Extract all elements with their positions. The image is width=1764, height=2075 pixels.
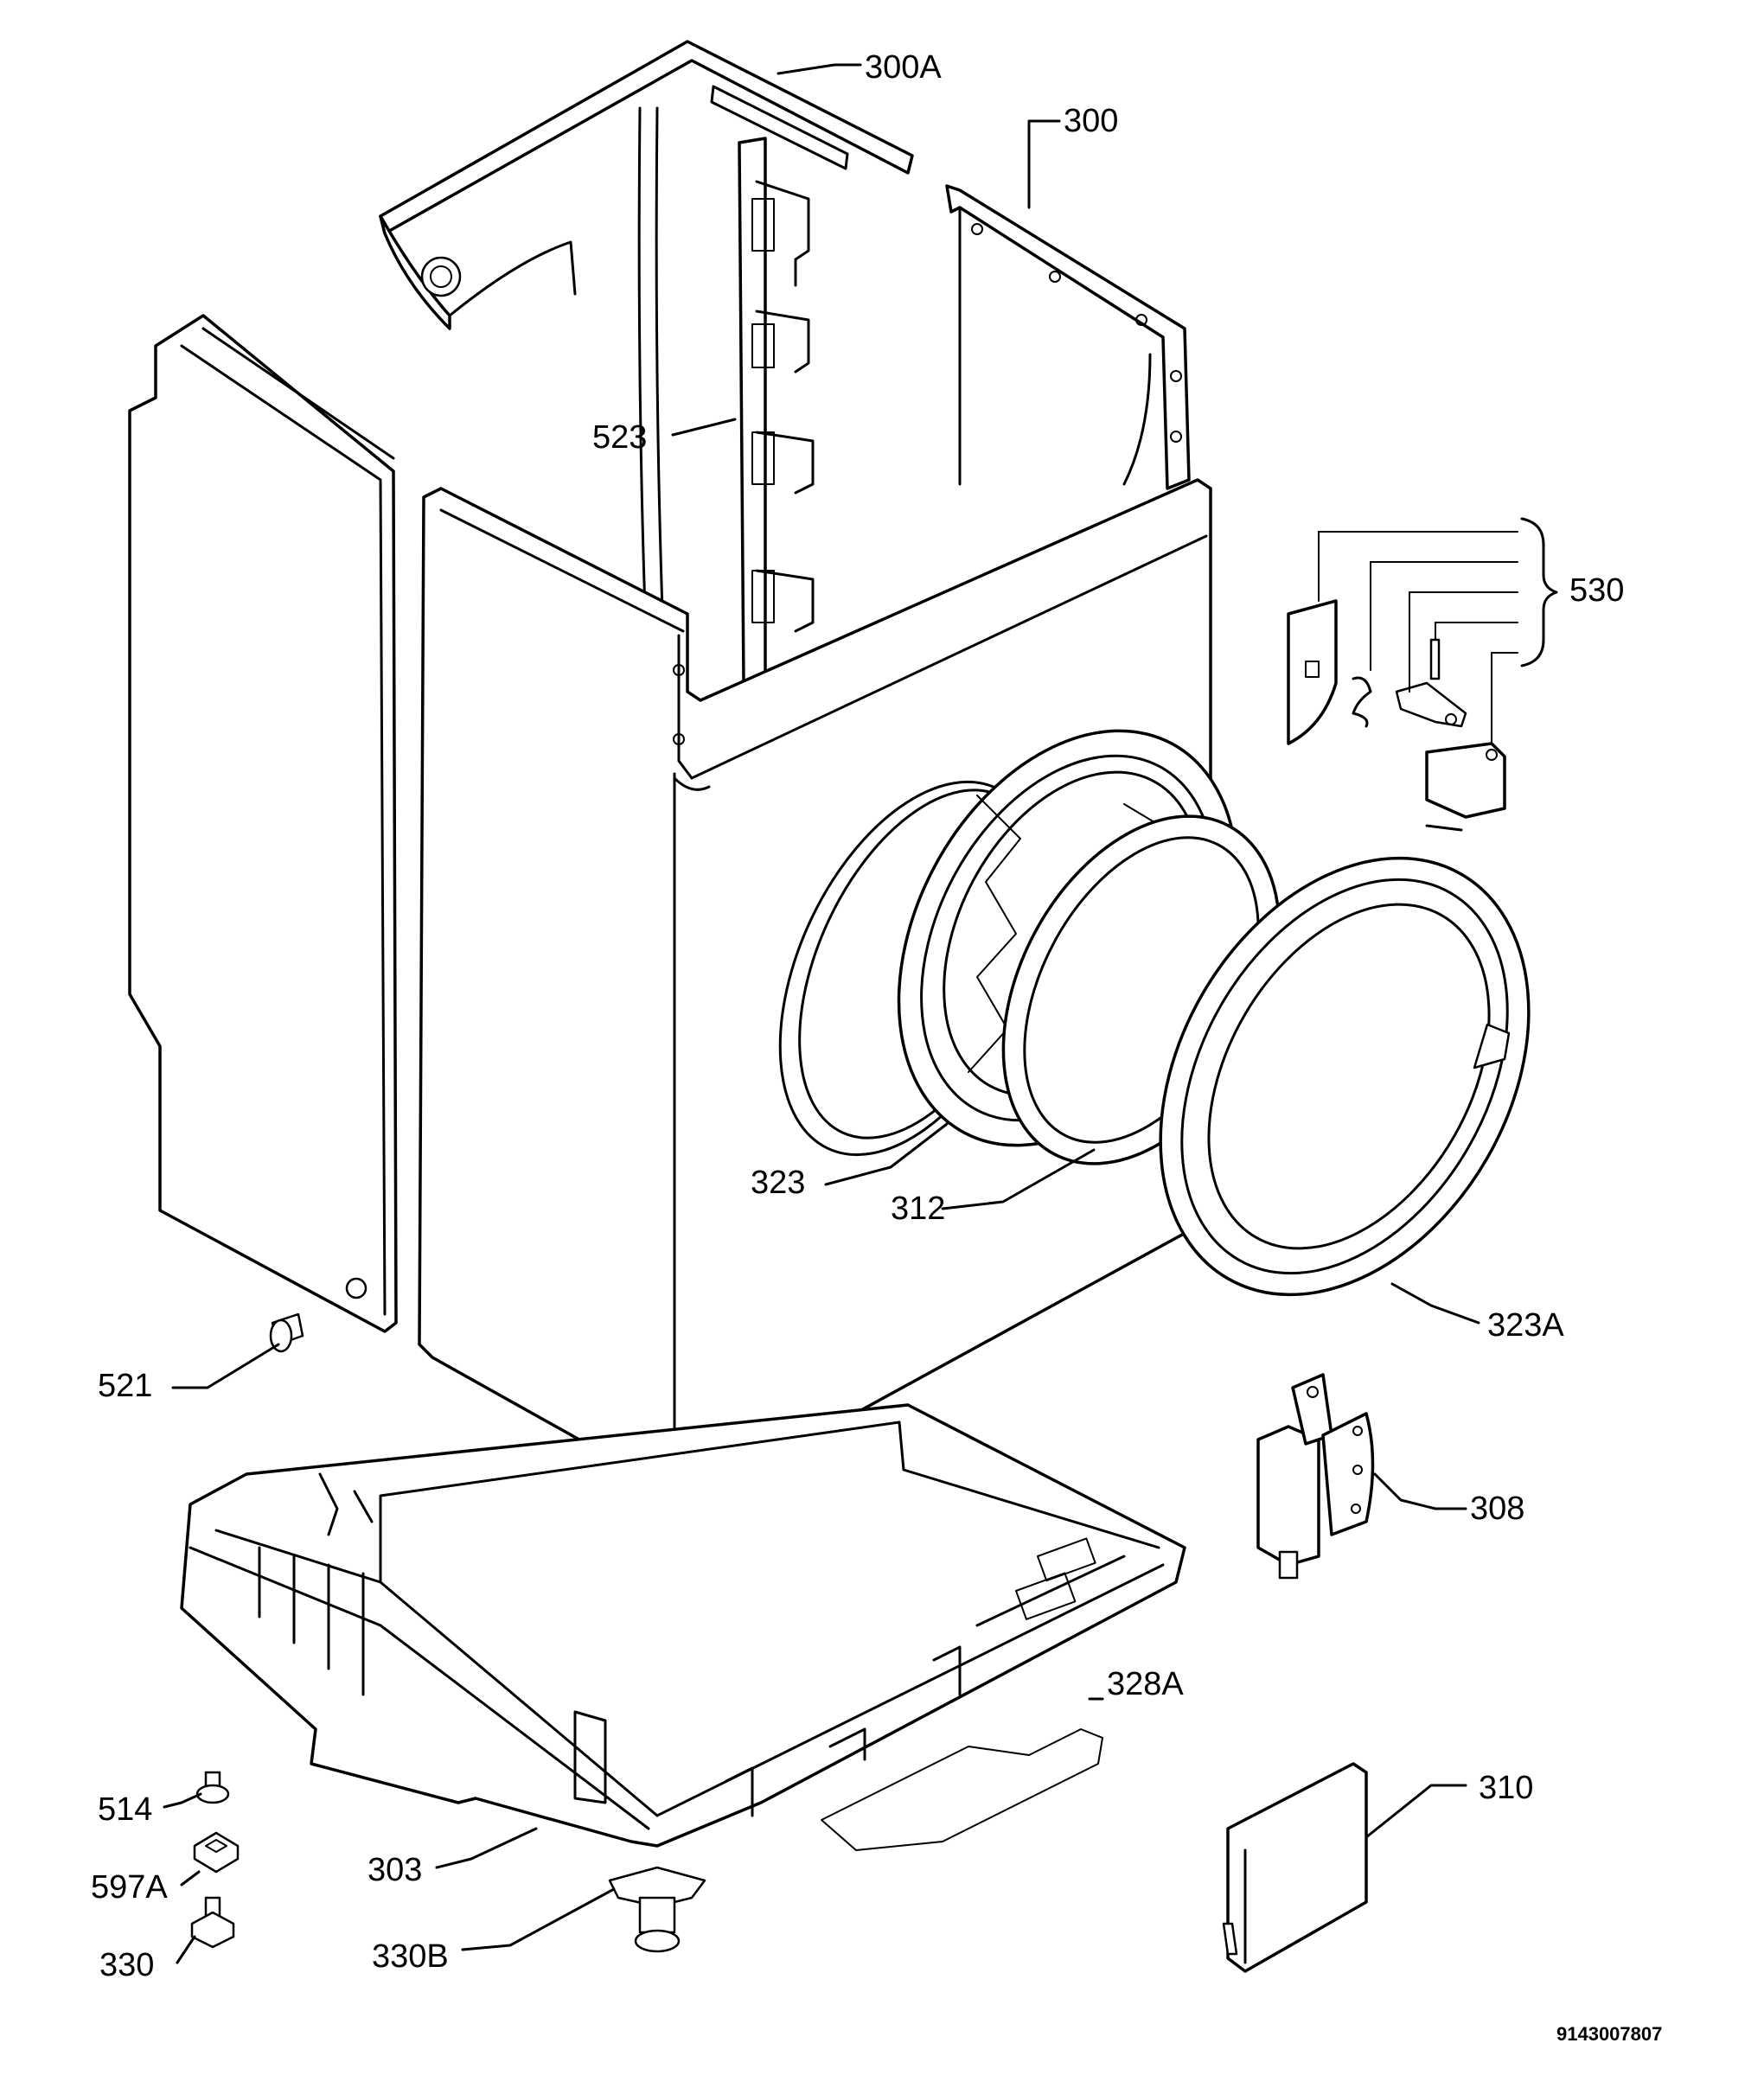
back-frame-300a — [379, 40, 914, 866]
label-597a: 597A — [91, 1869, 168, 1906]
cover-328a — [821, 1728, 1103, 1851]
door-323a — [1159, 856, 1531, 1297]
label-530: 530 — [1569, 572, 1624, 609]
rail-523 — [738, 137, 815, 685]
label-521: 521 — [98, 1368, 152, 1404]
part-597a — [193, 1831, 240, 1874]
part-514 — [195, 1771, 230, 1804]
label-312: 312 — [891, 1191, 945, 1227]
small-parts — [190, 1771, 240, 1949]
label-328a: 328A — [1107, 1666, 1184, 1702]
hinge-308 — [1256, 1373, 1375, 1580]
label-300a: 300A — [865, 49, 942, 86]
label-303: 303 — [368, 1852, 422, 1888]
part-labels: 300A 300 523 530 323 312 323A 521 308 32… — [91, 49, 1662, 2045]
foot-330b — [608, 1866, 706, 1953]
front-cabinet — [418, 478, 1212, 1502]
lock-parts-530 — [1287, 517, 1558, 832]
part-330 — [190, 1896, 235, 1949]
side-frame-300 — [945, 184, 1191, 490]
left-side-panel — [128, 314, 398, 1333]
service-hatch-310 — [1222, 1762, 1368, 1973]
screw-521 — [269, 1312, 304, 1353]
label-514: 514 — [98, 1791, 152, 1828]
label-323a: 323A — [1487, 1307, 1564, 1344]
label-308: 308 — [1470, 1491, 1524, 1527]
label-330b: 330B — [372, 1938, 449, 1975]
label-330: 330 — [99, 1947, 154, 1983]
label-310: 310 — [1479, 1770, 1533, 1806]
base-frame-303 — [180, 1403, 1186, 1848]
leader-lines — [163, 63, 1480, 1964]
label-523: 523 — [592, 419, 647, 456]
label-323: 323 — [751, 1165, 805, 1201]
drawing-code: 9143007807 — [1556, 2023, 1662, 2045]
label-300: 300 — [1064, 103, 1118, 139]
